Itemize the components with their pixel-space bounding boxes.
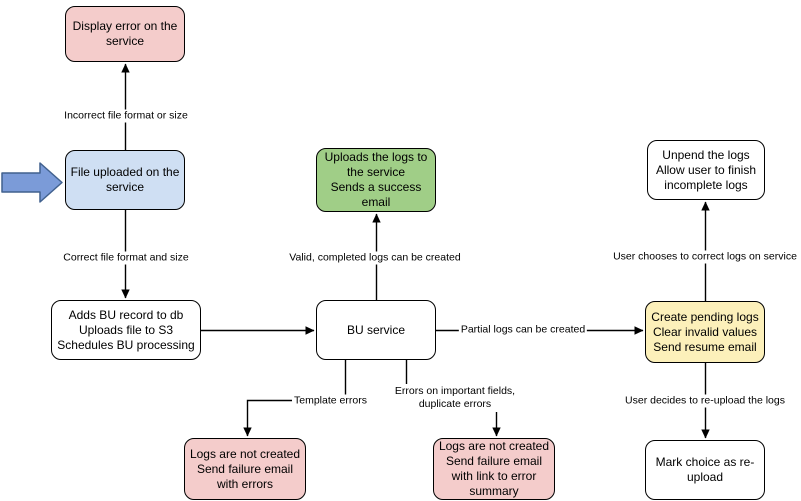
edge-label-correct-format: Correct file format and size [61, 251, 191, 265]
input-arrow-icon [1, 162, 63, 203]
node-logs-failure-errors: Logs are not created Send failure email … [184, 438, 306, 500]
edge-label-user-reuploads: User decides to re-upload the logs [623, 394, 787, 408]
node-file-uploaded: File uploaded on the service [65, 150, 185, 210]
edge-label-partial-logs: Partial logs can be created [458, 323, 588, 337]
edge-label-user-corrects: User chooses to correct logs on service [611, 250, 799, 264]
edge-label-important-fields: Errors on important fields, duplicate er… [392, 385, 518, 411]
node-upload-success: Uploads the logs to the service Sends a … [316, 148, 436, 212]
edge-label-template-errors: Template errors [292, 394, 369, 408]
edge-label-valid-logs: Valid, completed logs can be created [287, 251, 463, 265]
node-logs-failure-summary: Logs are not created Send failure email … [433, 438, 555, 500]
node-create-pending-logs: Create pending logs Clear invalid values… [645, 301, 765, 363]
node-mark-reupload: Mark choice as re- upload [645, 440, 765, 500]
node-bu-service: BU service [316, 300, 436, 360]
node-adds-bu-record: Adds BU record to db Uploads file to S3 … [51, 300, 201, 360]
node-unpend-logs: Unpend the logs Allow user to finish inc… [647, 140, 765, 200]
edge-label-incorrect-format: Incorrect file format or size [62, 109, 190, 123]
node-display-error: Display error on the service [65, 6, 185, 62]
